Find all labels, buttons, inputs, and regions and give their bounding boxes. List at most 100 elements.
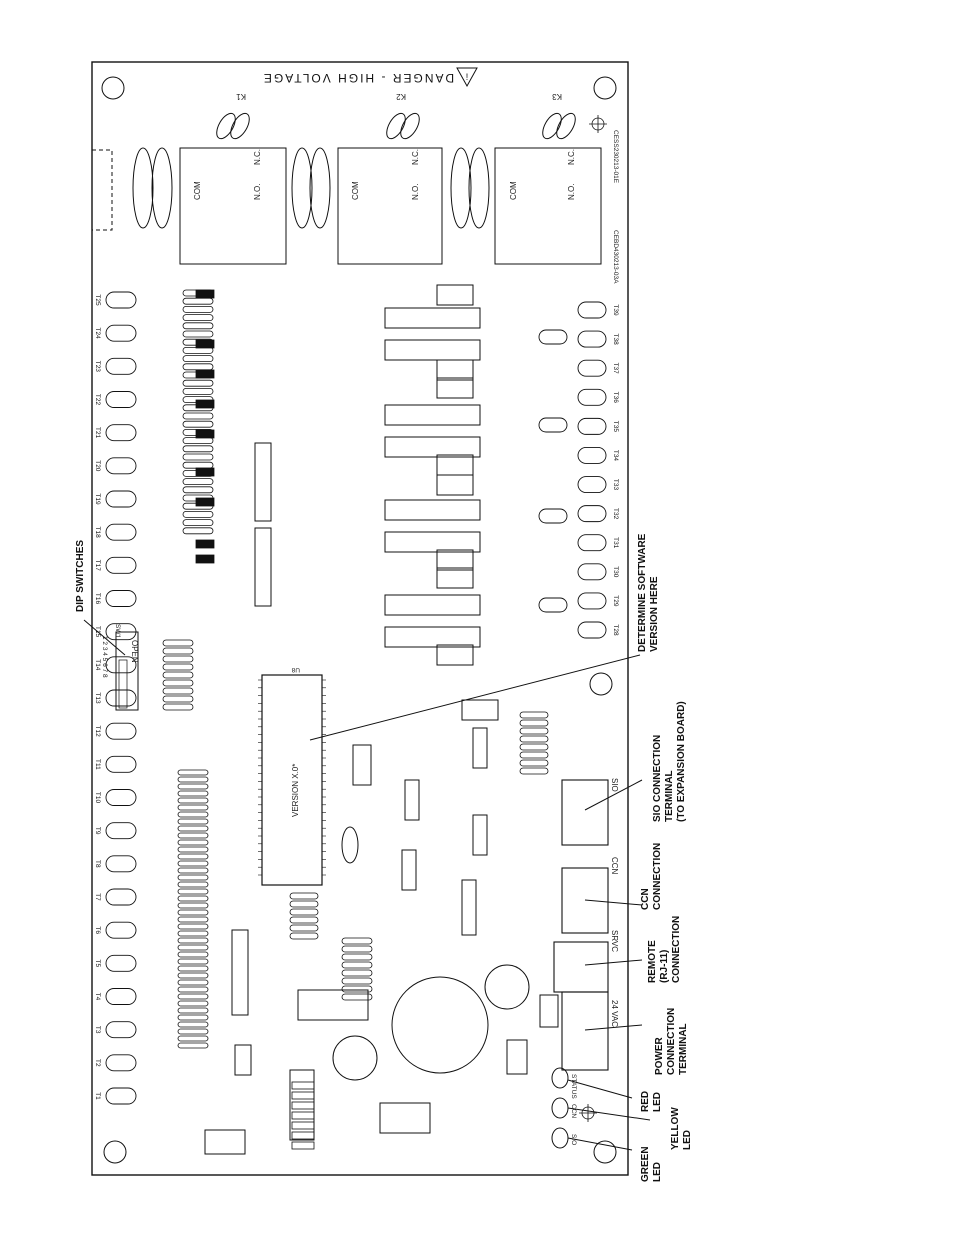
terminal-label: T31 (612, 537, 619, 549)
resistor (341, 937, 373, 945)
terminal-t12 (105, 722, 137, 740)
terminal-label: T28 (612, 624, 619, 636)
resistor (289, 916, 319, 924)
terminal-t11 (105, 755, 137, 773)
diode (291, 1141, 315, 1150)
resistor (182, 297, 214, 305)
terminal-label: T30 (612, 566, 619, 578)
resistor (177, 902, 209, 909)
terminal-label: T36 (612, 392, 619, 404)
resistor (341, 977, 373, 985)
com-pad (538, 329, 568, 345)
svg-text:(RJ-11): (RJ-11) (659, 950, 670, 983)
resistor (182, 387, 214, 395)
com-pad (538, 597, 568, 613)
terminal-label: T3 (94, 1026, 101, 1034)
mounting-hole-top-left (101, 76, 125, 100)
resistor (177, 853, 209, 860)
resistor (341, 945, 373, 953)
driver-ic-column (254, 284, 481, 666)
high-voltage-warning: DANGER - HIGH VOLTAGE ! (262, 67, 478, 88)
chip-version-label: VERSION X.0* (291, 764, 300, 817)
terminal-label: T12 (94, 726, 101, 738)
resistor (182, 519, 214, 526)
resistor (162, 647, 194, 655)
resistor (177, 986, 209, 993)
callout-yellow-led: YELLOW LED (670, 1107, 693, 1150)
terminal-t3 (105, 1021, 137, 1039)
warning-symbol: ! (466, 72, 469, 82)
resistor (177, 909, 209, 916)
svg-text:LED: LED (652, 1092, 663, 1112)
resistor (177, 825, 209, 832)
terminal-t4 (105, 988, 137, 1005)
resistor (182, 461, 214, 469)
callout-sio-connection: SIO CONNECTION TERMINAL (TO EXPANSION BO… (652, 701, 687, 822)
terminal-label: T19 (94, 493, 101, 505)
terminal-label: T10 (94, 792, 101, 804)
resistor (519, 711, 549, 719)
terminal-t9 (105, 822, 137, 840)
resistor (177, 769, 209, 776)
diode (291, 1111, 315, 1120)
processor-chip-u8: VERSION X.0* U8 (258, 666, 326, 886)
svg-text:COM: COM (509, 181, 518, 200)
dip-switch: OPEN 1 2 3 4 5 6 7 8 SW1 (101, 624, 139, 711)
diode (195, 289, 215, 299)
terminal-label: T2 (94, 1059, 101, 1067)
resistor (177, 888, 209, 895)
resistor (162, 679, 194, 687)
resistor (182, 314, 214, 322)
terminal-label: T14 (94, 659, 101, 671)
svg-text:SIO CONNECTION: SIO CONNECTION (652, 735, 663, 822)
resistor (519, 759, 549, 767)
connector-labels: SIO CCN SRVC 24 VAC (610, 778, 619, 1027)
part-number-bottom: CEBD430213-03A (612, 230, 619, 284)
terminal-label: T8 (94, 860, 101, 868)
svg-text:RED: RED (640, 1091, 651, 1112)
resistor (341, 953, 373, 961)
resistor (177, 951, 209, 958)
resistor (182, 363, 214, 371)
resistor (177, 930, 209, 937)
resistor (182, 486, 214, 494)
terminal-label: T35 (612, 421, 619, 433)
terminal-label: T34 (612, 450, 619, 462)
relay-labels: K1 K2 K3 N.C. N.O. COM N.C. N.O. COM N.C… (193, 92, 576, 200)
svg-text:STATUS: STATUS (570, 1074, 577, 1099)
resistor (177, 916, 209, 923)
diode (291, 1081, 315, 1090)
diode (195, 554, 215, 564)
board-outline (91, 61, 629, 1176)
resistor (177, 972, 209, 979)
terminal-label: T37 (612, 363, 619, 375)
resistor (177, 783, 209, 790)
resistor (177, 839, 209, 846)
svg-text:CCN: CCN (640, 888, 651, 910)
resistor (162, 687, 194, 695)
svg-text:N.O.: N.O. (253, 184, 262, 200)
com-pad (538, 508, 568, 524)
resistor (519, 735, 549, 743)
terminal-blocks (553, 779, 609, 1071)
terminal-t13 (105, 689, 137, 707)
callout-leaders (83, 619, 651, 1151)
terminal-t35 (577, 417, 607, 435)
resistor (182, 379, 214, 387)
terminal-label: T18 (94, 527, 101, 539)
svg-text:OPEN: OPEN (130, 640, 139, 663)
svg-text:SW1: SW1 (114, 624, 121, 638)
resistor (177, 818, 209, 825)
resistor (177, 1021, 209, 1028)
resistor (182, 355, 214, 363)
resistor (162, 639, 194, 647)
mounting-hole-bottom-left (103, 1140, 127, 1164)
resistor (289, 900, 319, 908)
svg-text:SRVC: SRVC (610, 930, 619, 952)
svg-text:POWER: POWER (654, 1036, 665, 1075)
resistor (182, 412, 214, 420)
resistor (177, 937, 209, 944)
terminal-t18 (105, 523, 137, 541)
terminal-label: T22 (94, 394, 101, 406)
